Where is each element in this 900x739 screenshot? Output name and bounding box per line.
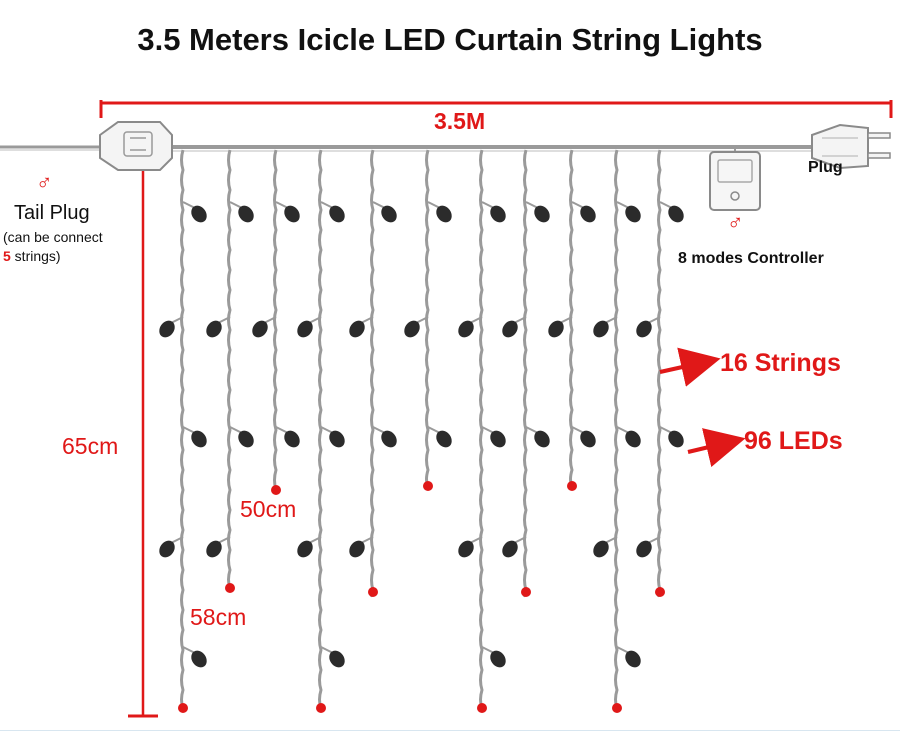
led-bulb-icon xyxy=(625,430,641,448)
bottom-edge xyxy=(0,730,900,739)
led-bulb-icon xyxy=(668,430,684,448)
width-dimension-bracket xyxy=(99,100,893,118)
strand-end-bulb xyxy=(521,587,531,597)
led-bulb-icon xyxy=(636,540,652,558)
led-bulb-icon xyxy=(349,540,365,558)
strand-end-bulb xyxy=(178,703,188,713)
tail-plug-note-open: (can be connect xyxy=(3,229,103,245)
led-bulb-icon xyxy=(159,540,175,558)
controller-box-icon xyxy=(709,147,761,211)
led-bulb-icon xyxy=(381,430,397,448)
led-bulb-icon xyxy=(636,320,652,338)
led-bulb-icon xyxy=(381,205,397,223)
led-bulb-icon xyxy=(534,430,550,448)
strand-end-bulb xyxy=(612,703,622,713)
width-label: 3.5M xyxy=(434,108,486,134)
led-strands xyxy=(159,149,684,713)
strand-end-bulb xyxy=(655,587,665,597)
strand-wire xyxy=(425,149,430,487)
led-bulb-icon xyxy=(593,320,609,338)
led-bulb-icon xyxy=(593,540,609,558)
led-bulb-icon xyxy=(436,205,452,223)
strand-wire xyxy=(370,149,375,597)
strand-wire xyxy=(569,149,574,487)
leds-count-label: 96 LEDs xyxy=(744,427,843,455)
led-bulb-icon xyxy=(206,320,222,338)
led-bulb-icon xyxy=(159,320,175,338)
led-bulb-icon xyxy=(502,540,518,558)
led-bulb-icon xyxy=(458,540,474,558)
led-bulb-icon xyxy=(297,540,313,558)
controller-male-icon: ♂ xyxy=(727,210,744,235)
strand-wire xyxy=(523,149,528,597)
strand-length-58-label: 58cm xyxy=(190,604,247,630)
strand-end-bulb xyxy=(477,703,487,713)
page-title: 3.5 Meters Icicle LED Curtain String Lig… xyxy=(137,22,763,57)
led-bulb-icon xyxy=(502,320,518,338)
strings-count-label: 16 Strings xyxy=(720,349,841,377)
controller-label: 8 modes Controller xyxy=(678,250,824,267)
led-bulb-icon xyxy=(349,320,365,338)
led-bulb-icon xyxy=(252,320,268,338)
led-bulb-icon xyxy=(580,205,596,223)
strand-wire xyxy=(614,149,619,709)
strand-wire xyxy=(318,149,323,709)
led-bulb-icon xyxy=(238,205,254,223)
led-bulb-icon xyxy=(191,650,207,668)
arrow-right-icon xyxy=(659,347,721,387)
height-label: 65cm xyxy=(62,433,119,459)
strand-length-50-label: 50cm xyxy=(240,496,297,522)
led-bulb-icon xyxy=(329,205,345,223)
strand-wire xyxy=(657,149,662,597)
strand-wire xyxy=(180,149,185,709)
led-bulb-icon xyxy=(436,430,452,448)
tail-plug-connector xyxy=(99,121,173,171)
strand-end-bulb xyxy=(567,481,577,491)
male-plug-icon: ♂ xyxy=(36,170,53,195)
led-bulb-icon xyxy=(404,320,420,338)
led-bulb-icon xyxy=(191,205,207,223)
led-bulb-icon xyxy=(534,205,550,223)
strand-end-bulb xyxy=(225,583,235,593)
strand-end-bulb xyxy=(423,481,433,491)
led-bulb-icon xyxy=(238,430,254,448)
led-bulb-icon xyxy=(580,430,596,448)
height-dimension-line xyxy=(128,153,158,718)
led-bulb-icon xyxy=(490,430,506,448)
power-plug-icon xyxy=(811,123,891,170)
led-bulb-icon xyxy=(668,205,684,223)
led-bulb-icon xyxy=(490,205,506,223)
led-bulb-icon xyxy=(284,430,300,448)
tail-plug-note-close: strings) xyxy=(10,248,61,264)
strand-wire xyxy=(227,149,232,589)
strand-end-bulb xyxy=(271,485,281,495)
tail-plug-note: (can be connect 5 strings) xyxy=(3,228,103,266)
led-bulb-icon xyxy=(297,320,313,338)
led-bulb-icon xyxy=(490,650,506,668)
strand-wire xyxy=(273,149,278,491)
led-bulb-icon xyxy=(206,540,222,558)
strand-end-bulb xyxy=(316,703,326,713)
led-bulb-icon xyxy=(284,205,300,223)
tail-plug-title: Tail Plug xyxy=(14,202,90,224)
led-bulb-icon xyxy=(625,205,641,223)
plug-label: Plug xyxy=(808,159,843,176)
strand-end-bulb xyxy=(368,587,378,597)
arrow-right-icon xyxy=(687,428,746,468)
led-bulb-icon xyxy=(329,650,345,668)
led-bulb-icon xyxy=(548,320,564,338)
led-bulb-icon xyxy=(191,430,207,448)
strand-wire xyxy=(479,149,484,709)
led-bulb-icon xyxy=(458,320,474,338)
led-bulb-icon xyxy=(329,430,345,448)
led-bulb-icon xyxy=(625,650,641,668)
tail-plug-note-number: 5 xyxy=(3,248,11,264)
